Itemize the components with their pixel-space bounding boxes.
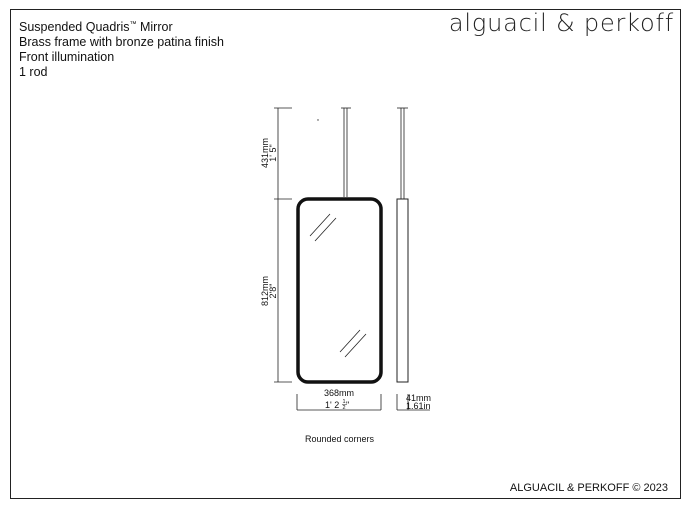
title-block: Suspended Quadris™ Mirror Brass frame wi… xyxy=(19,17,224,80)
rod-height-ft-label: 1' 5" xyxy=(268,144,278,161)
reflection-top-2 xyxy=(314,217,337,242)
drawing-border xyxy=(10,9,681,499)
side-view-mirror xyxy=(396,198,409,383)
trademark-symbol: ™ xyxy=(129,21,137,28)
front-view-mirror-frame xyxy=(296,197,383,384)
copyright-text: ALGUACIL & PERKOFF © 2023 xyxy=(509,482,668,494)
width-mm-label: 368mm xyxy=(324,388,354,398)
depth-mm-label: 41mm xyxy=(406,393,431,403)
reflection-top-1 xyxy=(309,213,331,237)
finish-description: Brass frame with bronze patina finish xyxy=(19,35,224,50)
width-fraction-denominator: 2 xyxy=(342,405,345,411)
rod-height-mm-label: 431mm xyxy=(260,138,270,168)
rod-count: 1 rod xyxy=(19,65,48,80)
depth-in-label: 1.61in xyxy=(406,401,431,411)
brand-logo: alguacil & perkoff xyxy=(448,9,674,37)
reflection-bottom-1 xyxy=(339,329,361,353)
mirror-height-mm-label: 812mm xyxy=(260,276,270,306)
reflection-bottom-2 xyxy=(344,333,367,358)
rounded-corners-note: Rounded corners xyxy=(305,434,375,444)
width-fraction-numerator: 1 xyxy=(342,399,345,405)
width-inch-mark: " xyxy=(346,400,349,410)
product-name: Suspended Quadris™ Mirror xyxy=(19,20,173,35)
illumination-type: Front illumination xyxy=(19,50,115,65)
mirror-height-ft-label: 2'8" xyxy=(268,284,278,299)
width-ft-label: 1' 2 xyxy=(325,400,339,410)
marker-dot xyxy=(317,119,319,121)
